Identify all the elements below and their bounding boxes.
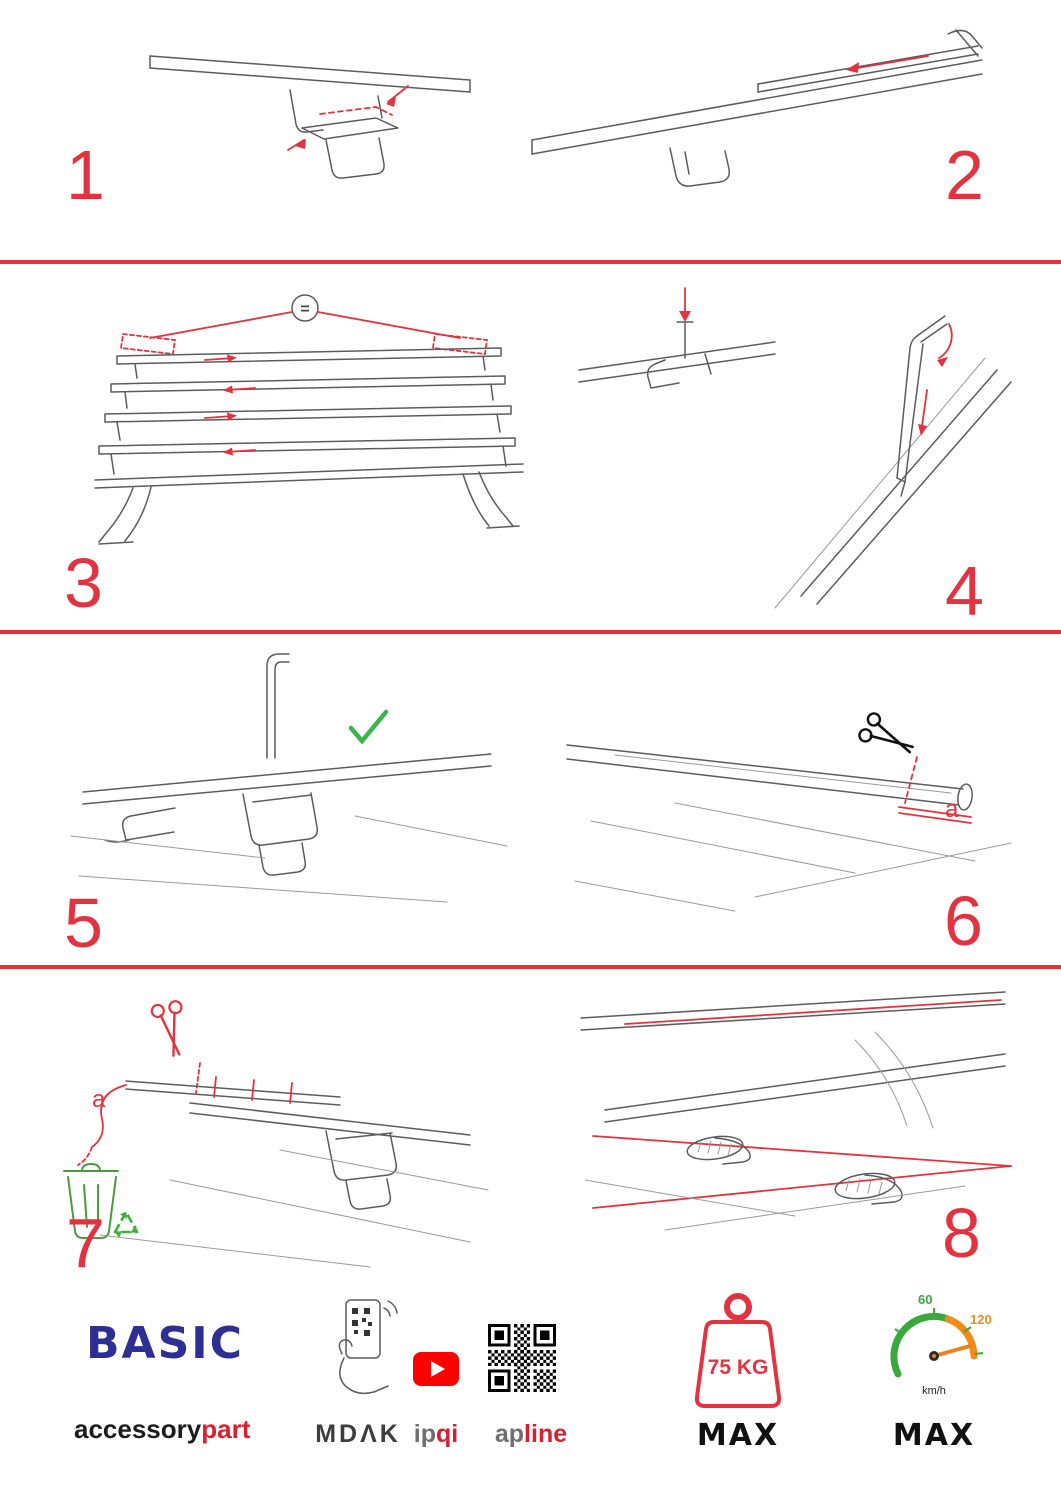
speed-low-label: 60	[918, 1292, 932, 1307]
scissors-icon	[858, 712, 914, 754]
check-icon	[348, 709, 389, 745]
arrow-icon	[846, 62, 859, 73]
arrow-icon	[386, 97, 396, 107]
torque-knob	[686, 1135, 751, 1165]
arrow-icon	[227, 354, 237, 363]
step-3-panel: =	[55, 282, 555, 552]
equal-badge	[291, 294, 319, 322]
step-2-number: 2	[945, 136, 984, 214]
step-7-panel: a	[40, 985, 490, 1270]
equal-badge-label: =	[300, 301, 309, 318]
cut-strip	[91, 1084, 127, 1148]
step-5-illustration	[70, 653, 508, 903]
speed-high-label: 120	[970, 1312, 992, 1327]
step-2-illustration	[531, 29, 983, 187]
step-3-illustration: =	[94, 294, 524, 545]
weight-limit-value: 75 KG	[708, 1356, 769, 1379]
phone-screen-qr	[352, 1308, 372, 1336]
mobile-qr-icon	[322, 1296, 402, 1400]
arrow-icon	[937, 357, 948, 367]
step-6-illustration: a	[566, 712, 1012, 912]
rubber-strip	[898, 806, 972, 818]
speed-needle	[932, 1344, 972, 1358]
arrow-icon	[227, 412, 237, 421]
allen-key	[266, 653, 290, 759]
brand-subtitle-black: accessory	[74, 1414, 202, 1444]
cut-label: a	[945, 796, 959, 823]
overhang-left-outline	[119, 333, 177, 355]
allen-key	[896, 315, 948, 497]
section-divider-3	[0, 965, 1061, 969]
step-4-number: 4	[945, 552, 984, 630]
speed-unit-label: km/h	[922, 1385, 946, 1397]
cut-line	[904, 756, 918, 804]
step-7-illustration: a	[63, 1000, 489, 1268]
step-6-number: 6	[944, 882, 983, 960]
step-1-panel	[140, 28, 480, 238]
arrow-icon	[918, 424, 927, 436]
partner-apline-label: apline	[494, 1420, 568, 1448]
partner-mdak-label: MDΛK	[315, 1420, 401, 1448]
brand-subtitle: accessorypart	[74, 1414, 250, 1445]
step-8-illustration	[580, 991, 1012, 1231]
torque-knob	[834, 1172, 903, 1205]
qr-code	[488, 1324, 556, 1392]
scissors-icon	[150, 1000, 183, 1057]
cut-label: a	[92, 1086, 106, 1113]
section-divider-1	[0, 260, 1061, 264]
arrow-icon	[679, 311, 691, 322]
weight-max-label: MAX	[696, 1418, 780, 1453]
speed-max-label: MAX	[892, 1418, 976, 1453]
cut-line	[195, 1062, 201, 1094]
step-8-number: 8	[942, 1194, 981, 1272]
step-6-panel: a	[555, 685, 1015, 920]
step-4-illustration	[578, 287, 1012, 609]
arrow-icon	[223, 447, 233, 456]
step-3-number: 3	[64, 544, 103, 622]
step-8-panel	[565, 980, 1015, 1245]
brand-title: BASIC	[86, 1318, 244, 1369]
arrow-icon	[295, 139, 306, 149]
step-5-panel	[55, 640, 515, 925]
speedometer-icon: 60 120 km/h	[878, 1290, 992, 1408]
overhang-right-outline	[431, 333, 489, 355]
brand-subtitle-red: part	[201, 1414, 251, 1444]
step-4-panel	[565, 278, 1015, 613]
step-2-panel	[520, 22, 1000, 217]
recycle-icon	[113, 1210, 139, 1238]
section-divider-2	[0, 630, 1061, 634]
step-1-illustration	[149, 55, 471, 179]
step-7-number: 7	[66, 1204, 105, 1282]
weight-limit-icon: 75 KG	[680, 1290, 796, 1416]
step-5-number: 5	[64, 884, 103, 962]
arrow-icon	[223, 385, 233, 394]
step-1-number: 1	[66, 136, 105, 214]
insert-plate-outline	[319, 106, 393, 116]
trash-icon	[63, 1163, 119, 1239]
partner-ipqi-label: ipqi	[413, 1420, 459, 1448]
youtube-icon	[413, 1352, 459, 1386]
